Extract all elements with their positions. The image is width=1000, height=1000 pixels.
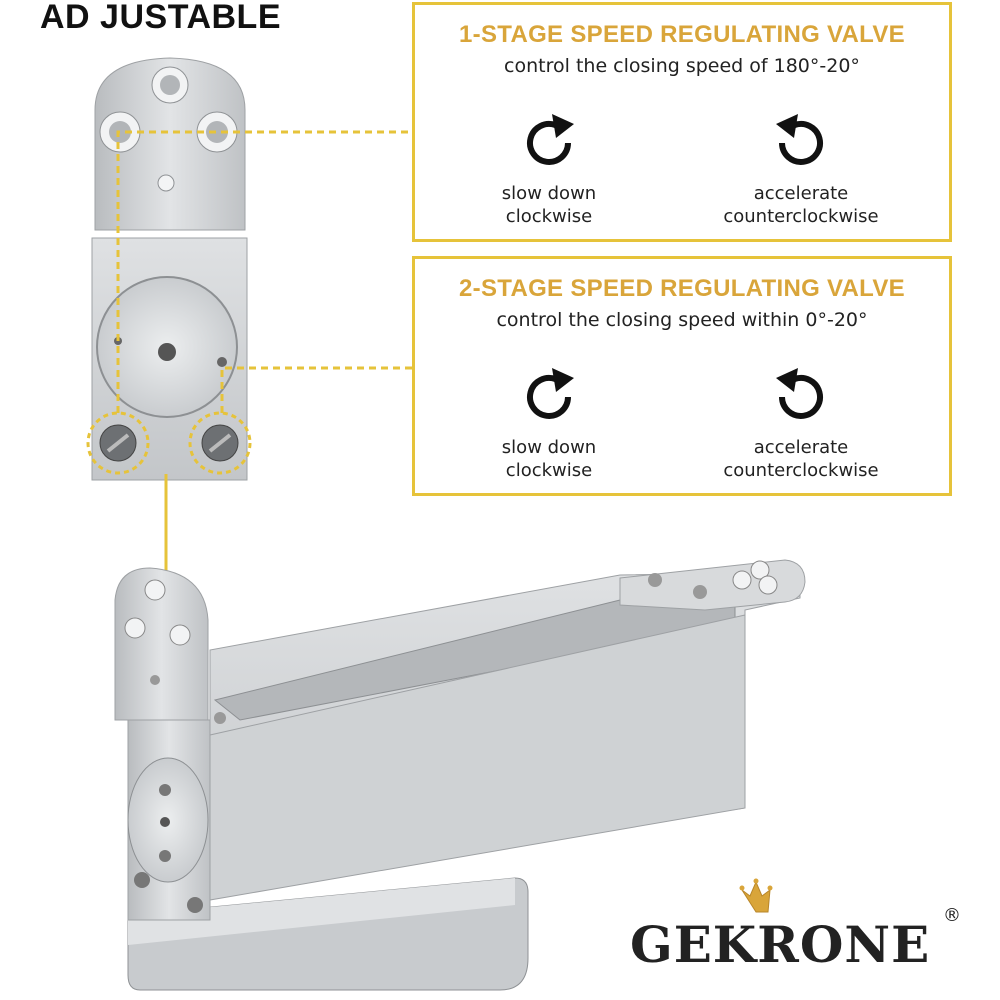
stage1-accelerate-label: accelerate [753, 183, 849, 204]
crown-icon [739, 878, 773, 913]
stage2-accelerate-label: accelerate [753, 437, 849, 458]
stage2-slow-down-option: slow down clockwise [439, 364, 659, 482]
counterclockwise-arrow-icon [776, 368, 823, 419]
stage1-slow-down-option: slow down clockwise [439, 110, 659, 228]
page-title: AD JUSTABLE [40, 0, 281, 36]
pivot-hinge-product [114, 559, 806, 991]
registered-mark: ® [943, 905, 961, 926]
hinge-detail-top [91, 57, 248, 481]
stage1-valve-panel: 1-STAGE SPEED REGULATING VALVE control t… [412, 2, 952, 242]
clockwise-arrow-icon [527, 368, 574, 419]
stage2-subtitle: control the closing speed within 0°-20° [496, 309, 868, 331]
stage2-valve-panel: 2-STAGE SPEED REGULATING VALVE control t… [412, 256, 952, 496]
valve-highlight-2 [188, 411, 252, 475]
clockwise-arrow-icon [527, 114, 574, 165]
stage2-title: 2-STAGE SPEED REGULATING VALVE [459, 275, 905, 302]
stage1-accelerate-option: accelerate counterclockwise [691, 110, 911, 228]
stage1-title: 1-STAGE SPEED REGULATING VALVE [459, 21, 905, 48]
stage1-counterclockwise-label: counterclockwise [723, 206, 879, 227]
stage2-slow-down-label: slow down [501, 437, 597, 458]
stage2-clockwise-label: clockwise [505, 460, 593, 481]
valve-highlight-1 [86, 411, 150, 475]
stage1-subtitle: control the closing speed of 180°-20° [504, 55, 860, 77]
stage1-clockwise-label: clockwise [505, 206, 593, 227]
brand-logo-text: GEKRONE [630, 915, 931, 974]
stage2-accelerate-option: accelerate counterclockwise [691, 364, 911, 482]
stage2-counterclockwise-label: counterclockwise [723, 460, 879, 481]
stage1-slow-down-label: slow down [501, 183, 597, 204]
counterclockwise-arrow-icon [776, 114, 823, 165]
